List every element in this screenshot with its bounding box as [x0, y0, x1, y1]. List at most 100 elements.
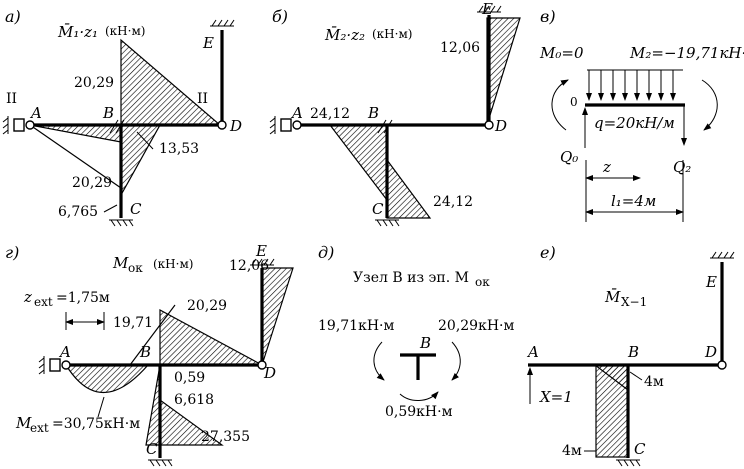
- moment-arrow-left: [551, 79, 569, 131]
- value-label: 4м: [644, 374, 664, 390]
- value-label: 12,06: [440, 40, 480, 56]
- support-a: [13, 118, 25, 132]
- node-b-label: B: [102, 104, 114, 122]
- node-a-label: A: [58, 343, 71, 361]
- moment-diagram-de: [261, 267, 294, 366]
- panel-a-title: M̄₁·z₁: [57, 23, 98, 41]
- section-mark-left: II: [6, 91, 17, 107]
- zext-label: z: [23, 288, 32, 306]
- moment-diagram-de: [486, 17, 521, 126]
- bottom-moment-label: 0,59кН·м: [385, 404, 453, 420]
- moment-diagram-bc-upper: [328, 124, 388, 202]
- left-moment-label: 19,71кН·м: [318, 318, 394, 334]
- node-e-label: E: [705, 273, 717, 291]
- moment-diagram-bd: [159, 308, 263, 366]
- unit-force-label: X=1: [539, 388, 573, 406]
- moment-m0-label: M₀=0: [539, 44, 584, 62]
- value-label: 6,765: [58, 204, 98, 220]
- panel-g-unit: (кН·м): [153, 257, 193, 271]
- node-a-label: A: [290, 104, 303, 122]
- distributed-load-arrows: [586, 70, 676, 101]
- value-label: 12,06: [229, 258, 269, 274]
- mext-label: M: [15, 414, 32, 432]
- panel-d-title: Узел B из эп. M: [353, 270, 469, 286]
- right-moment-label: 20,29кН·м: [438, 318, 514, 334]
- panel-v: в) M₀=0 M₂=−19,71кН·м 0 q=20кН/м Q₀ Q₂ z…: [539, 7, 744, 222]
- node-e-label: E: [202, 34, 214, 52]
- moment-arrow-bottom: [399, 391, 439, 401]
- node-c-label: C: [372, 200, 384, 218]
- value-label: 20,29: [74, 75, 114, 91]
- panel-d: д) Узел B из эп. M ок 19,71кН·м 20,29кН·…: [318, 243, 514, 420]
- moment-diagram-bc-left: [145, 364, 161, 446]
- panel-a-unit: (кН·м): [105, 24, 145, 38]
- diagram-line: [29, 124, 122, 189]
- moment-diagram-bc: [595, 364, 629, 458]
- mext-sub: ext: [30, 421, 49, 435]
- panel-b-title: M̄₂·z₂: [324, 26, 365, 44]
- node-c-label: C: [634, 440, 646, 458]
- panel-b: б) M̄₂·z₂ (кН·м) A B D E C 24,12 12,06 2…: [269, 0, 521, 227]
- panel-d-title-sub: ок: [475, 275, 490, 289]
- mext-value: =30,75кН·м: [52, 416, 140, 432]
- section-mark-right: II: [197, 91, 208, 107]
- panel-e: е) M̄ X−1 A B D E C X=1 4м 4м: [526, 243, 735, 467]
- node-a-label: A: [526, 343, 539, 361]
- moment-m2-label: M₂=−19,71кН·м: [629, 44, 744, 62]
- zext-sub: ext: [34, 295, 53, 309]
- panel-d-letter: д): [318, 243, 334, 262]
- value-label: 24,12: [433, 194, 473, 210]
- dimension-l1-label: l₁=4м: [611, 192, 656, 210]
- diagram-line: [129, 304, 176, 366]
- panel-g: г) M ок (кН·м) A B D E C z ext =1,75м 12…: [5, 242, 294, 467]
- support-a: [49, 358, 61, 372]
- shear-q2-label: Q₂: [673, 158, 691, 176]
- node-e-label: E: [255, 242, 267, 260]
- node-d-label: D: [229, 117, 242, 135]
- moment-arrow-right: [451, 341, 461, 381]
- support-a: [280, 118, 292, 132]
- dimension-z-label: z: [602, 158, 611, 176]
- value-label: 24,12: [310, 106, 350, 122]
- panel-g-title-sub: ок: [128, 261, 143, 275]
- moment-arrow-left: [373, 341, 385, 381]
- panel-a-letter: а): [5, 7, 21, 26]
- moment-diagram-bd-upper: [120, 38, 222, 126]
- value-label: 27,355: [201, 429, 250, 445]
- panel-e-letter: е): [540, 243, 556, 262]
- shear-q0-label: Q₀: [560, 148, 578, 166]
- node-d-label: D: [494, 117, 507, 135]
- node-c-label: C: [130, 200, 142, 218]
- value-label: 6,618: [174, 392, 214, 408]
- panel-g-letter: г): [5, 243, 19, 262]
- panel-b-unit: (кН·м): [372, 27, 412, 41]
- zext-value: =1,75м: [56, 290, 110, 306]
- load-label: q=20кН/м: [594, 114, 675, 132]
- moment-diagram-ab: [64, 364, 150, 393]
- value-label: 0,59: [174, 370, 205, 386]
- panel-g-title: M: [112, 254, 129, 272]
- node-b-label: B: [627, 343, 639, 361]
- value-label: 4м: [562, 443, 582, 459]
- panel-a: а) M̄₁·z₁ (кН·м) A B D E C II II 20,29 2…: [2, 7, 242, 227]
- node-b-label: B: [419, 334, 431, 352]
- moment-diagram-ab-lower: [29, 124, 122, 143]
- value-label: 20,29: [187, 298, 227, 314]
- value-label: 19,71: [113, 315, 153, 331]
- node-e-label: E: [481, 0, 493, 18]
- node-b-label: B: [139, 343, 151, 361]
- node-a-label: A: [29, 104, 42, 122]
- value-label: 20,29: [72, 175, 112, 191]
- moment-arrow-right: [701, 79, 718, 131]
- node-b-label: B: [367, 104, 379, 122]
- origin-label: 0: [570, 95, 578, 109]
- panel-e-title-sub: X−1: [621, 295, 647, 309]
- panel-e-title: M̄: [604, 288, 621, 306]
- value-label: 13,53: [159, 141, 199, 157]
- panel-v-letter: в): [540, 7, 556, 26]
- node-c-label: C: [146, 440, 158, 458]
- node-d-label: D: [263, 364, 276, 382]
- panel-b-letter: б): [272, 7, 288, 26]
- moment-diagram-bc-lower: [386, 158, 432, 219]
